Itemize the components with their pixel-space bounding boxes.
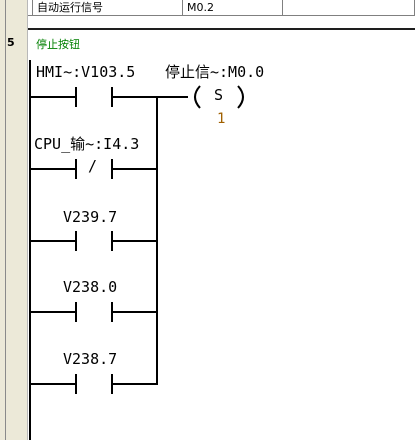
network-divider	[28, 28, 415, 30]
contact-v2387-left-bar	[75, 374, 77, 394]
contact-v2380-right-wire	[113, 311, 158, 313]
contact-v2380-left-bar	[75, 302, 77, 322]
contact-v2397-left-bar	[75, 231, 77, 251]
symbol-address-cell[interactable]: M0.2	[183, 0, 283, 16]
symbol-table: 自动运行信号 M0.2	[28, 0, 415, 17]
contact-hmi-right-wire	[113, 96, 188, 98]
symbol-name-cell[interactable]: 自动运行信号	[33, 0, 183, 16]
contact-v2397-left-wire	[31, 240, 75, 242]
contact-hmi-right-bar	[111, 87, 113, 107]
power-rail	[29, 60, 31, 440]
contact-cpu-left-wire	[31, 168, 75, 170]
contact-cpu-negation: /	[88, 157, 98, 175]
contact-v2380-right-bar	[111, 302, 113, 322]
coil-count-param[interactable]: 1	[217, 111, 226, 127]
coil-operand[interactable]: 停止信~:M0.0	[165, 63, 265, 81]
contact-hmi-operand[interactable]: HMI~:V103.5	[36, 63, 136, 81]
contact-v2387-right-bar	[111, 374, 113, 394]
symbol-table-margin-cell	[28, 0, 33, 16]
contact-v2397-operand[interactable]: V239.7	[63, 208, 118, 226]
contact-hmi-left-wire	[31, 96, 75, 98]
network-number[interactable]: 5	[7, 36, 15, 49]
contact-v2387-left-wire	[31, 383, 75, 385]
contact-v2397-right-wire	[113, 240, 158, 242]
contact-hmi-left-bar	[75, 87, 77, 107]
gutter-separator	[5, 0, 6, 440]
contact-v2387-right-wire	[113, 383, 158, 385]
contact-v2387-operand[interactable]: V238.7	[63, 350, 118, 368]
contact-v2397-right-bar	[111, 231, 113, 251]
contact-cpu-operand[interactable]: CPU_输~:I4.3	[34, 135, 140, 153]
coil-type-label: S	[214, 86, 224, 104]
contact-cpu-right-wire	[113, 168, 158, 170]
editor-gutter	[0, 0, 28, 440]
contact-v2380-operand[interactable]: V238.0	[63, 278, 118, 296]
contact-cpu-right-bar	[111, 159, 113, 179]
contact-cpu-left-bar	[75, 159, 77, 179]
symbol-comment-cell[interactable]	[283, 0, 415, 16]
set-coil[interactable]	[186, 84, 252, 110]
contact-v2380-left-wire	[31, 311, 75, 313]
network-comment[interactable]: 停止按钮	[36, 38, 80, 51]
